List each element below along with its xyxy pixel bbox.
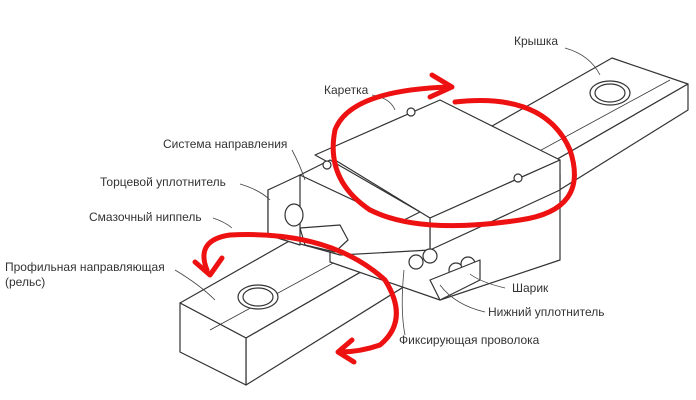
ball [408,254,424,270]
rotation-arrow-rail [201,232,399,355]
label-carriage: Каретка [324,83,369,97]
label-grease-nipple: Смазочный ниппель [89,210,202,224]
ball [422,248,438,264]
label-retaining-wire: Фиксирующая проволока [399,333,540,347]
rotation-arrows [192,72,577,365]
grease-nipple [284,203,304,227]
rotation-arrow-carriage [330,84,577,229]
rail-end-face [179,302,247,386]
label-ball: Шарик [512,281,549,295]
label-rail: Профильная направляющая (рельс) [5,260,165,290]
label-end-seal: Торцевой уплотнитель [100,175,226,189]
label-cover: Крышка [514,34,559,48]
screw [513,173,523,183]
screw [406,107,416,117]
label-guide-system: Система направления [163,137,288,151]
label-rail-line1: Профильная направляющая [5,260,165,274]
screw [322,160,332,170]
label-bottom-seal: Нижний уплотнитель [488,305,605,319]
label-rail-line2: (рельс) [5,275,46,289]
